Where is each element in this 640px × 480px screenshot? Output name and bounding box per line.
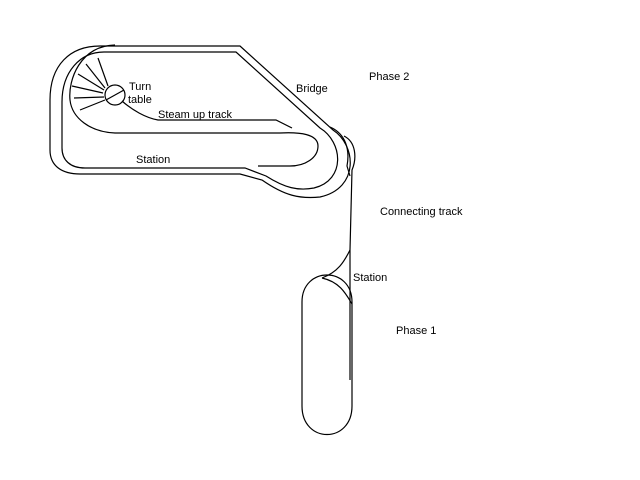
lower-station-siding-left <box>321 249 351 279</box>
label-connecting-track: Connecting track <box>380 206 463 218</box>
label-phase-1: Phase 1 <box>396 325 436 337</box>
turntable-bridge <box>105 89 125 101</box>
label-station-lower: Station <box>353 272 387 284</box>
label-bridge: Bridge <box>296 83 328 95</box>
lower-station-siding-right <box>321 277 353 305</box>
phase2-outer-track <box>49 45 351 199</box>
turntable-radial-tracks <box>71 57 109 111</box>
steam-up-track <box>121 100 293 129</box>
label-station-upper: Station <box>136 154 170 166</box>
label-table: table <box>128 94 152 106</box>
phase1-oval-track <box>301 274 353 436</box>
label-turn: Turn <box>129 81 151 93</box>
connecting-track-rail <box>329 126 351 177</box>
label-steam-up-track: Steam up track <box>158 109 232 121</box>
turntable-inner-loop <box>69 44 319 167</box>
connecting-track <box>343 135 356 380</box>
label-phase-2: Phase 2 <box>369 71 409 83</box>
turntable <box>104 84 126 106</box>
phase2-inner-track <box>61 51 339 190</box>
